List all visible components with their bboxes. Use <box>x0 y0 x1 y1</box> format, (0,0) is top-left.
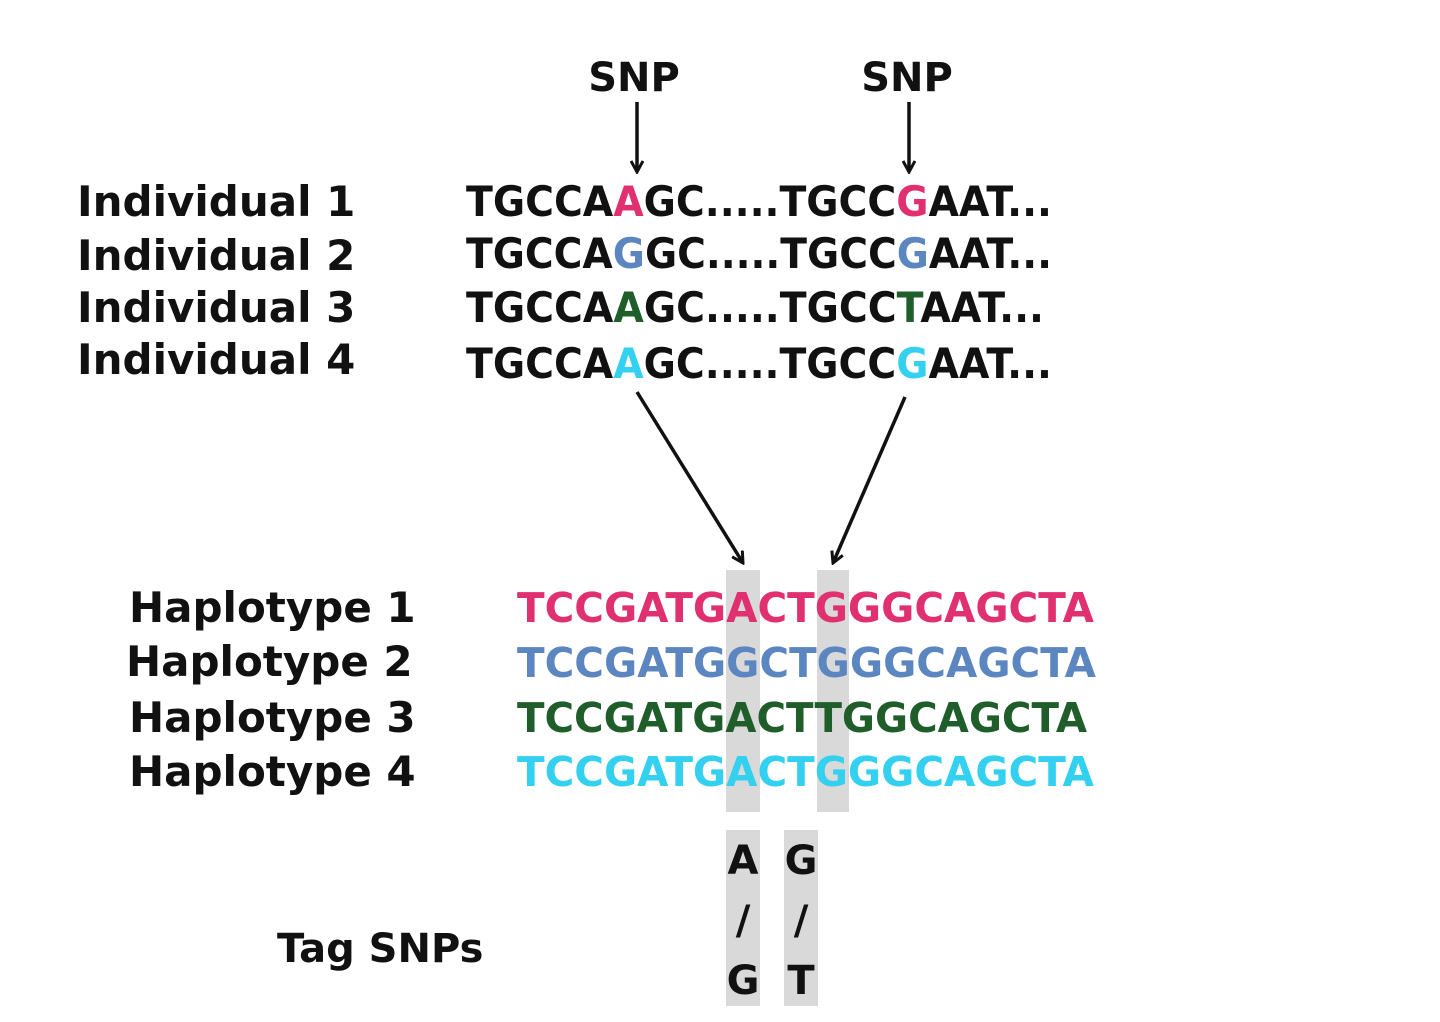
individual-3-snp-1: A <box>613 283 644 332</box>
tag-snp-2-bottom: T <box>787 958 815 1004</box>
haplotype-label-4: Haplotype 4 <box>129 747 416 796</box>
snp-column-shade-1 <box>726 570 760 812</box>
individual-sequence-3: TGCCAAGC.....TGCCTAAT... <box>466 283 1044 332</box>
individual-1-snp-1: A <box>613 177 644 226</box>
tag-snp-1-bottom: G <box>727 958 760 1004</box>
haplotype-label-2: Haplotype 2 <box>126 637 413 686</box>
snp-column-shade-2 <box>817 570 849 812</box>
tag-snps-label: Tag SNPs <box>277 926 483 972</box>
snp-marker-label-2: SNP <box>861 55 953 101</box>
snp-to-haplotype-arrow-1 <box>635 391 743 563</box>
haplotype-sequence-1: TCCGATGACTGGGCAGCTA <box>517 584 1094 632</box>
haplotype-sequence-4: TCCGATGACTGGGCAGCTA <box>517 748 1094 796</box>
tag-snp-2-separator: / <box>794 898 809 944</box>
tag-snp-1-top: A <box>728 838 759 884</box>
snp-to-haplotype-arrow-2 <box>833 396 907 563</box>
individual-1-snp-2: G <box>896 177 928 226</box>
haplotype-label-3: Haplotype 3 <box>129 693 416 742</box>
tag-snp-box-2 <box>784 830 818 1006</box>
individual-label-4: Individual 4 <box>77 335 355 384</box>
snp-marker-label-1: SNP <box>588 55 680 101</box>
individual-label-2: Individual 2 <box>77 231 355 280</box>
individual-4-snp-1: A <box>613 339 644 388</box>
individual-label-3: Individual 3 <box>77 283 355 332</box>
individual-label-1: Individual 1 <box>77 177 355 226</box>
individual-2-snp-2: G <box>897 229 929 278</box>
individual-4-snp-2: G <box>896 339 928 388</box>
haplotype-sequence-3: TCCGATGACTTGGCAGCTA <box>517 694 1087 742</box>
individual-sequence-2: TGCCAGGC.....TGCCGAAT... <box>466 229 1052 278</box>
individual-sequence-1: TGCCAAGC.....TGCCGAAT... <box>466 177 1052 226</box>
individual-sequence-4: TGCCAAGC.....TGCCGAAT... <box>466 339 1052 388</box>
tag-snp-box-1 <box>726 830 760 1006</box>
tag-snp-1-separator: / <box>736 898 751 944</box>
individual-3-snp-2: T <box>897 283 924 332</box>
individual-2-snp-1: G <box>613 229 645 278</box>
haplotype-sequence-2: TCCGATGGCTGGGCAGCTA <box>517 639 1096 687</box>
haplotype-label-1: Haplotype 1 <box>129 583 416 632</box>
tag-snp-2-top: G <box>785 838 818 884</box>
